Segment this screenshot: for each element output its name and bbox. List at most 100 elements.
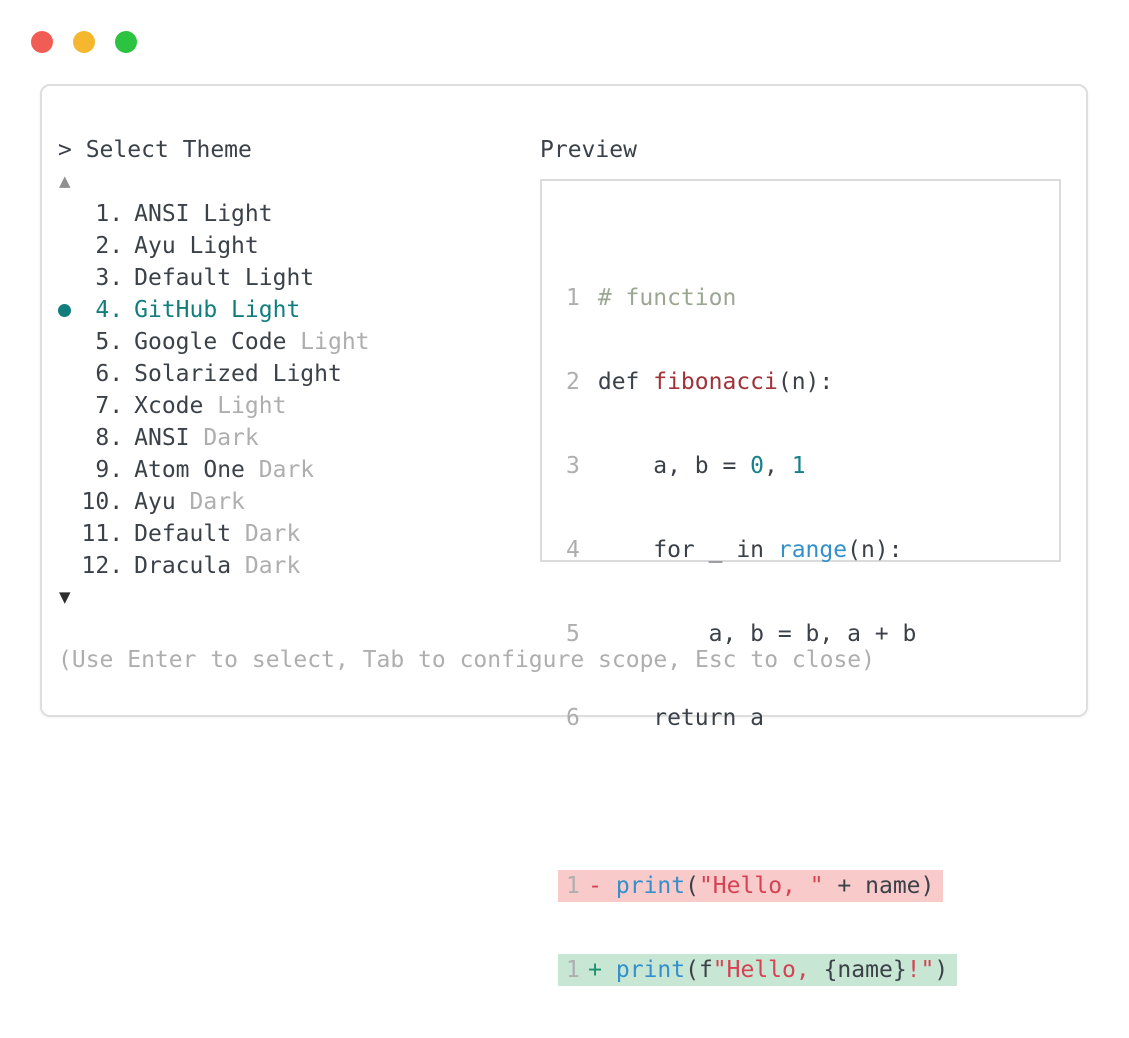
code-token: , [764,453,792,479]
dialog-title: Select Theme [85,137,252,163]
code-blank-line [566,786,957,818]
selection-marker [58,550,82,582]
theme-item-number: 4. [95,297,124,323]
code-line: 3 a, b = 0, 1 [566,450,957,482]
theme-item-name: Atom One [134,457,245,483]
code-line: 6 return a [566,702,957,734]
theme-item-name: Xcode [134,393,204,419]
diff-added-line: 1+ print(f"Hello, {name}!") [558,954,958,986]
code-token: (f [685,957,713,983]
minimize-button[interactable] [73,31,95,53]
close-button[interactable] [31,31,53,53]
theme-item-variant: Dark [189,489,245,515]
diff-plus-sign: + [588,957,616,983]
line-number: 1 [566,957,580,983]
theme-item-number: 5. [95,329,124,355]
code-token: (n): [777,369,834,395]
theme-item-number: 3. [95,265,124,291]
selection-marker [58,294,82,326]
theme-list-item[interactable]: 2. Ayu Light [58,230,370,262]
scroll-up-indicator-icon[interactable]: ▲ [59,172,71,190]
selection-marker [58,390,82,422]
selection-marker [58,262,82,294]
theme-item-variant: Dark [258,457,315,483]
theme-item-name: ANSI Light [134,201,273,227]
line-number: 6 [566,705,580,731]
code-token: return a [597,705,765,731]
keyboard-hints: (Use Enter to select, Tab to configure s… [58,647,875,673]
theme-item-number: 6. [95,361,124,387]
selection-marker [58,198,82,230]
preview-title: Preview [540,137,637,163]
theme-item-name: Ayu Light [134,233,259,259]
theme-list: 1. ANSI Light 2. Ayu Light 3. Default Light… [58,198,370,582]
code-token: print [615,873,686,899]
code-token: ) [934,957,949,983]
theme-item-name: ANSI [134,425,190,451]
theme-item-number: 9. [95,457,124,483]
theme-item-variant: Dark [244,521,301,547]
code-line: 1# function [566,282,957,314]
theme-item-number: 7. [95,393,124,419]
code-token: range [777,537,848,563]
scroll-down-indicator-icon[interactable]: ▼ [59,588,71,606]
theme-list-item[interactable]: 1. ANSI Light [58,198,370,230]
theme-item-name: Default [134,521,232,547]
maximize-button[interactable] [115,31,137,53]
theme-item-number: 1. [95,201,124,227]
theme-item-name: Solarized Light [134,361,342,387]
code-token: print [615,957,686,983]
theme-item-number: 11. [81,521,124,547]
code-token: for _ in [597,537,778,563]
theme-item-name: Default Light [134,265,315,291]
theme-list-item-selected[interactable]: 4.GitHub Light [58,294,370,326]
theme-list-item[interactable]: 6. Solarized Light [58,358,370,390]
selected-dot-icon [58,304,71,317]
code-line: 5 a, b = b, a + b [566,618,957,650]
selection-marker [58,326,82,358]
selection-marker [58,422,82,454]
theme-list-item[interactable]: 3. Default Light [58,262,370,294]
theme-item-variant: Dark [244,553,301,579]
selection-marker [58,454,82,486]
code-token: a, b = [597,453,751,479]
diff-added-highlight: 1+ print(f"Hello, {name}!") [558,954,958,986]
code-token: + name) [823,873,935,899]
selection-marker [58,358,82,390]
theme-item-number: 10. [81,489,124,515]
code-token: {name} [823,957,907,983]
code-token: (n): [847,537,903,563]
code-token: "Hello, [712,957,824,983]
code-token: 0 [750,453,765,479]
line-number: 4 [566,537,580,563]
line-number: 2 [566,369,580,395]
code-line: 4 for _ in range(n): [566,534,957,566]
window-controls [31,31,137,53]
selection-marker [58,230,82,262]
code-token: def [597,369,654,395]
diff-removed-highlight: 1- print("Hello, " + name) [558,870,944,902]
theme-list-item[interactable]: 11. Default Dark [58,518,370,550]
theme-picker-window: > Select Theme ▲ 1. ANSI Light 2. Ayu Light… [40,84,1088,986]
code-token: "Hello, " [698,873,824,899]
theme-item-number: 8. [95,425,124,451]
line-number: 5 [566,621,580,647]
selection-marker [58,518,82,550]
theme-item-number: 2. [95,233,124,259]
theme-item-variant: Light [217,393,287,419]
diff-minus-sign: - [588,873,616,899]
theme-list-item[interactable]: 9. Atom One Dark [58,454,370,486]
line-number: 1 [566,873,580,899]
theme-item-name: Google Code [134,329,287,355]
selection-marker [58,486,82,518]
theme-list-item[interactable]: 7. Xcode Light [58,390,370,422]
prompt-caret: > [58,137,72,163]
code-token: ( [685,873,699,899]
